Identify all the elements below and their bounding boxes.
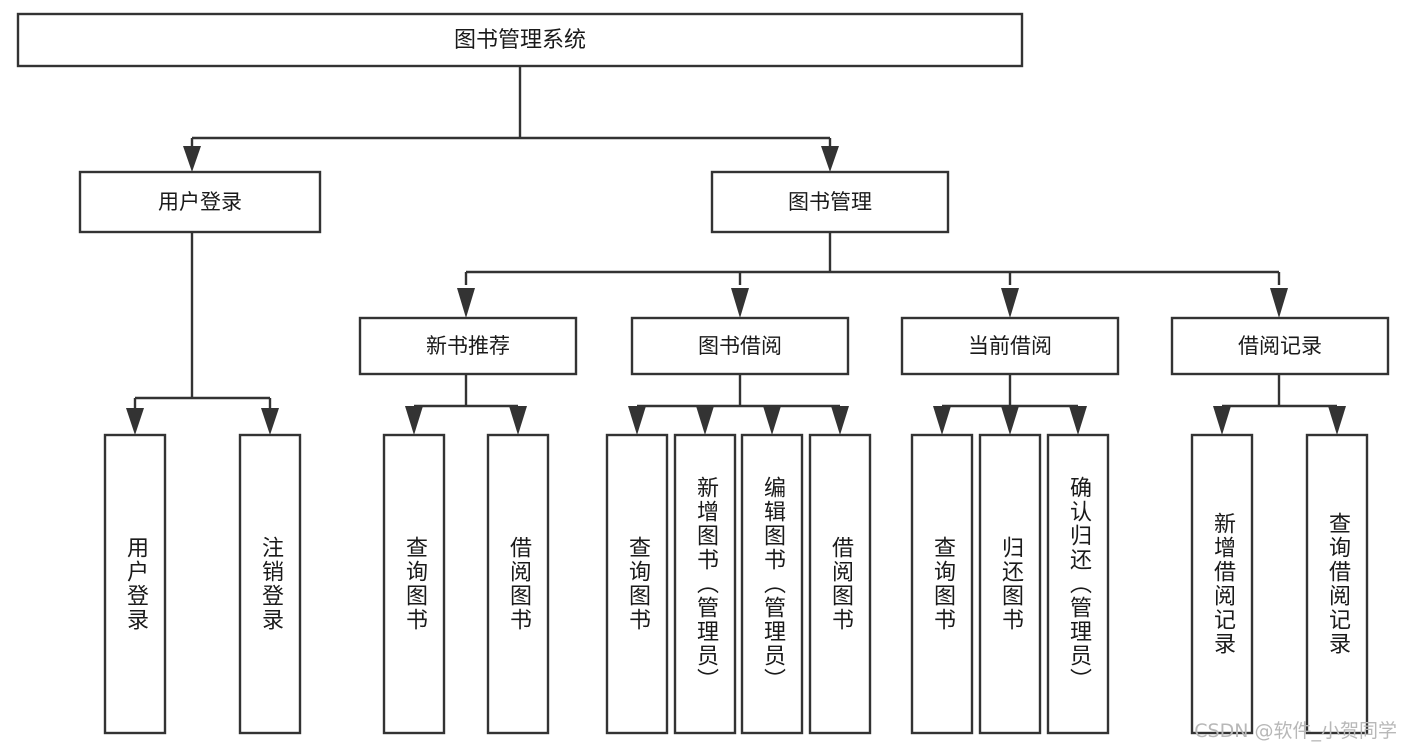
leaf-box-user-login-1[interactable] — [103, 433, 167, 735]
connector-group-root — [183, 66, 839, 172]
leaf-box-br-2[interactable] — [1305, 433, 1369, 735]
node-root-box[interactable] — [16, 12, 1024, 68]
leaf-box-cb-2[interactable] — [978, 433, 1042, 735]
node-current-borrow-box[interactable] — [900, 316, 1120, 376]
arrow-head-cb-leaf-1 — [933, 406, 951, 435]
node-current-borrow[interactable]: 当前借阅 — [900, 316, 1120, 376]
connector-group-book-mgmt — [457, 232, 1288, 318]
arrow-head-br-leaf-2 — [1328, 406, 1346, 435]
arrow-head-user-login-leaf-2 — [261, 408, 279, 435]
node-book-management-label: 图书管理 — [788, 190, 872, 214]
node-new-book-recommend[interactable]: 新书推荐 — [358, 316, 578, 376]
arrow-head-user-login — [183, 146, 201, 172]
leaf-box-bb-4[interactable] — [808, 433, 872, 735]
arrow-head-user-login-leaf-1 — [126, 408, 144, 435]
node-root-label: 图书管理系统 — [454, 28, 586, 53]
node-user-login-box[interactable] — [78, 170, 322, 234]
arrow-head-cb-leaf-2 — [1001, 406, 1019, 435]
connector-group-current-borrow — [933, 374, 1087, 435]
node-borrow-record-label: 借阅记录 — [1238, 334, 1322, 358]
arrow-head-bb-leaf-3 — [763, 406, 781, 435]
leaf-box-bb-2[interactable] — [673, 433, 737, 735]
node-book-borrow-label: 图书借阅 — [698, 334, 782, 358]
node-user-login-label: 用户登录 — [158, 190, 242, 214]
arrow-head-borrow-record — [1270, 288, 1288, 318]
node-book-management[interactable]: 图书管理 — [710, 170, 950, 234]
arrow-head-new-book-recommend — [457, 288, 475, 318]
node-new-book-recommend-box[interactable] — [358, 316, 578, 376]
arrow-head-bb-leaf-2 — [696, 406, 714, 435]
watermark-text: CSDN @软件_小贺同学 — [1194, 720, 1397, 742]
node-book-borrow-box[interactable] — [630, 316, 850, 376]
node-borrow-record[interactable]: 借阅记录 — [1170, 316, 1390, 376]
leaf-box-bb-1[interactable] — [605, 433, 669, 735]
node-borrow-record-box[interactable] — [1170, 316, 1390, 376]
leaf-box-bb-3[interactable] — [740, 433, 804, 735]
leaf-box-cb-1[interactable] — [910, 433, 974, 735]
leaf-box-nbr-2[interactable] — [486, 433, 550, 735]
connector-group-borrow-record — [1213, 374, 1346, 435]
arrow-head-cb-leaf-3 — [1069, 406, 1087, 435]
arrow-head-nbr-leaf-2 — [509, 406, 527, 435]
leaf-box-br-1[interactable] — [1190, 433, 1254, 735]
arrow-head-nbr-leaf-1 — [405, 406, 423, 435]
node-new-book-recommend-label: 新书推荐 — [426, 334, 510, 358]
arrow-head-book-borrow — [731, 288, 749, 318]
arrow-head-bb-leaf-1 — [628, 406, 646, 435]
arrow-head-current-borrow — [1001, 288, 1019, 318]
connector-group-new-book-recommend — [405, 374, 527, 435]
leaf-box-cb-3[interactable] — [1046, 433, 1110, 735]
node-book-borrow[interactable]: 图书借阅 — [630, 316, 850, 376]
connector-group-book-borrow — [628, 374, 849, 435]
node-current-borrow-label: 当前借阅 — [968, 334, 1052, 358]
node-book-management-box[interactable] — [710, 170, 950, 234]
leaf-box-nbr-1[interactable] — [382, 433, 446, 735]
node-user-login[interactable]: 用户登录 — [78, 170, 322, 234]
connector-group-user-login — [126, 232, 279, 435]
arrow-head-book-mgmt — [821, 146, 839, 172]
arrow-head-br-leaf-1 — [1213, 406, 1231, 435]
arrow-head-bb-leaf-4 — [831, 406, 849, 435]
leaf-box-user-login-2[interactable] — [238, 433, 302, 735]
node-root[interactable]: 图书管理系统 — [16, 12, 1024, 68]
